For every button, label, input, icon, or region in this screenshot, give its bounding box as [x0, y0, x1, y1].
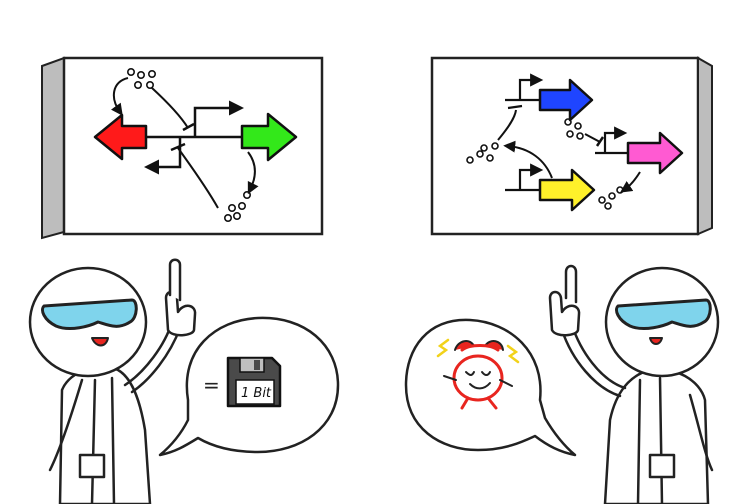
pointing-glove-right — [548, 290, 581, 337]
pink-gene-arrow — [626, 131, 684, 175]
equals-sign: = — [203, 373, 220, 397]
protein-dots-bottom — [224, 191, 252, 223]
disk-label: 1 Bit — [241, 386, 272, 401]
red-gene-arrow — [93, 113, 148, 161]
protein-dots-yellow — [466, 142, 499, 164]
blue-gene-arrow — [538, 78, 594, 122]
right-scientist — [548, 264, 720, 504]
mouth-left — [91, 337, 109, 347]
right-whiteboard — [430, 56, 713, 236]
left-scientist — [28, 258, 197, 504]
green-gene-arrow — [240, 112, 298, 162]
yellow-gene-arrow — [538, 168, 596, 212]
mouth-right — [649, 337, 663, 345]
alarm-clock-icon — [436, 338, 520, 410]
left-speech-bubble: = 1 Bit — [158, 316, 340, 457]
goggles-right — [615, 298, 712, 330]
right-speech-bubble — [404, 318, 577, 457]
protein-dots-blue — [564, 118, 584, 140]
protein-dots-top — [127, 68, 157, 90]
goggles-left — [41, 298, 138, 330]
left-whiteboard — [41, 56, 324, 240]
floppy-disk-icon: 1 Bit — [226, 356, 282, 408]
